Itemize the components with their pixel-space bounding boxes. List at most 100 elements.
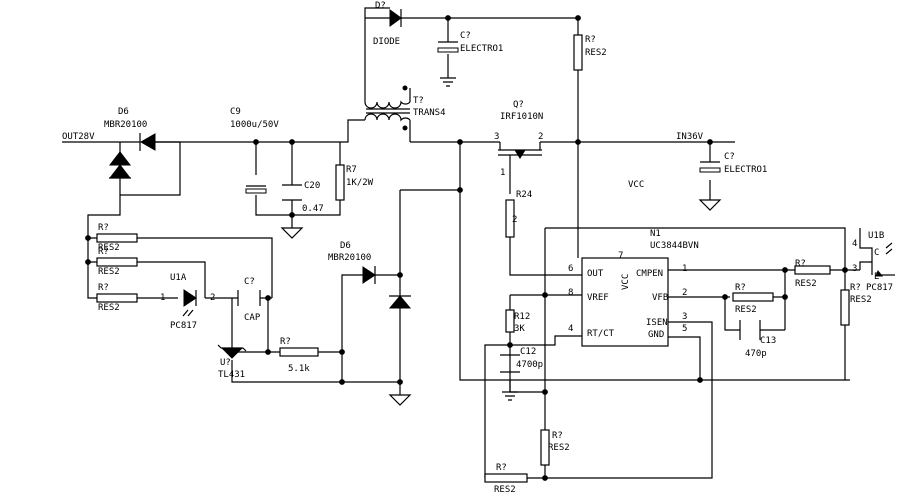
label-ic-isen: ISEN [646,318,668,328]
ground-symbols [280,70,722,406]
label-tl431-ref: U? [220,358,231,368]
label-r-2-value: RES2 [98,267,120,277]
label-d6-top: D6 [118,107,129,117]
diode-vertical-right [388,295,412,309]
label-mosfet-pin3: 3 [494,132,499,142]
label-u1a-part: PC817 [170,321,197,331]
label-r-vfb: R? [735,283,746,293]
label-d6-right-part: MBR20100 [328,253,371,263]
label-transformer-part: TRANS4 [413,108,446,118]
resistors [96,34,850,483]
mosfet-q [498,142,542,159]
label-mosfet-pin1: 1 [500,168,505,178]
capacitors [237,41,761,373]
label-transformer: T? [413,96,424,106]
label-ic-pin2: 2 [682,288,687,298]
label-r7: R7 [346,165,357,175]
label-u1b-pin3: 3 [852,264,857,274]
label-c12: C12 [520,347,536,357]
label-diode-top-part: DIODE [373,37,400,47]
label-c12-value: 4700p [516,360,543,370]
label-r-1-value: RES2 [98,243,120,253]
label-r-3-value: RES2 [98,303,120,313]
label-r-2: R? [98,247,109,257]
label-cap-fb-value: CAP [244,313,261,323]
label-u1b-emitter: E [874,272,879,282]
label-r-cmpen: R? [795,259,806,269]
label-uc3844: UC3844BVN [650,241,699,251]
label-ic-out: OUT [587,269,604,279]
label-u1b-pin4: 4 [852,239,857,249]
label-r7-value: 1K/2W [346,178,374,188]
component-labels: OUT28VD6MBR20100C91000u/50VR71K/2WC200.4… [62,1,893,495]
label-d6-top-part: MBR20100 [104,120,147,130]
label-mosfet: Q? [513,100,524,110]
transformer-t [364,85,411,142]
label-ic-vcc: VCC [621,274,631,290]
label-r-1: R? [98,223,109,233]
tl431-regulator [217,340,247,359]
diode-d6-right [362,266,376,284]
label-r24-pin: 2 [512,215,517,225]
label-c20: C20 [304,181,320,191]
label-ic-pin1: 1 [682,264,687,274]
label-r24: R24 [516,190,532,200]
label-r-bottom-h: R? [496,463,507,473]
label-c20-value: 0.47 [302,204,324,214]
label-electro-in-part: ELECTRO1 [724,165,767,175]
label-ic-pin4: 4 [568,324,573,334]
label-ic-pin3: 3 [682,312,687,322]
label-r-top: R? [585,35,596,45]
label-c13: C13 [760,336,776,346]
label-diode-top: D? [375,1,386,11]
label-r-bottom-h-value: RES2 [494,485,516,495]
label-r-top-value: RES2 [585,48,607,58]
label-r-3: R? [98,283,109,293]
net-label-in36v: IN36V [676,132,704,142]
label-d6-right: D6 [340,241,351,251]
label-r12: R12 [514,312,530,322]
junction-dots [85,15,848,481]
wires [62,7,895,479]
label-r-51k: R? [280,337,291,347]
label-u1a-pin1: 1 [160,293,165,303]
label-ic-pin8: 8 [568,288,573,298]
label-r12-value: 3K [514,324,525,334]
label-u1b-collector: C [874,248,879,258]
label-r-vfb-value: RES2 [735,305,757,315]
optocoupler-u1b [871,242,893,277]
label-r-bottom-v: R? [552,431,563,441]
diode-top-transformer [365,9,402,27]
label-u1b: U1B [868,231,884,241]
label-ic-vref: VREF [587,293,609,303]
label-c9-value: 1000u/50V [230,120,279,130]
label-u1a-pin2: 2 [210,293,215,303]
label-electro-top-part: ELECTRO1 [460,44,503,54]
label-ic-rtct: RT/CT [587,329,615,339]
net-label-out28v: OUT28V [62,132,95,142]
label-ic-cmpen: CMPEN [636,269,663,279]
label-r-cmpen-value: RES2 [795,279,817,289]
diode-vertical-left [108,151,132,179]
label-n1: N1 [650,229,661,239]
label-r-bottom-v-value: RES2 [548,443,570,453]
label-tl431: TL431 [218,370,245,380]
label-r-51k-value: 5.1k [288,364,310,374]
label-ic-vfb: VFB [652,293,668,303]
label-c13-value: 470p [745,349,767,359]
label-c9: C9 [230,107,241,117]
optocoupler-u1a [182,289,197,317]
label-electro-top: C? [460,31,471,41]
label-r-right-value: RES2 [850,295,872,305]
label-u1a: U1A [170,273,187,283]
label-u1b-part: PC817 [866,283,893,293]
label-electro-in: C? [724,152,735,162]
label-ic-pin7: 7 [618,251,623,261]
diode-d6-top [139,133,156,151]
label-ic-pin6: 6 [568,264,573,274]
label-r-right: R? [850,283,861,293]
label-mosfet-pin2: 2 [538,132,543,142]
label-mosfet-part: IRF1010N [500,112,543,122]
